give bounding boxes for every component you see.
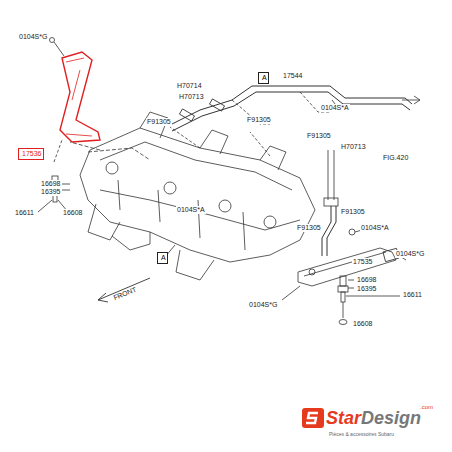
- part-number: 0104S*G: [248, 301, 278, 309]
- logo-text: Pièces & accessoires Subaru: [328, 431, 395, 437]
- part-number: A: [161, 254, 164, 262]
- reference-box: A: [258, 72, 269, 84]
- part-number: H70713: [178, 93, 205, 101]
- part-number: H70713: [340, 143, 367, 151]
- reference-box: A: [157, 252, 168, 264]
- part-number: 16611: [402, 291, 423, 299]
- direction-label: FRONT: [111, 285, 138, 302]
- part-number: F91305: [306, 132, 332, 140]
- part-number: 16395: [356, 285, 377, 293]
- logo-text: Design: [361, 408, 421, 428]
- part-number: F91305: [146, 118, 172, 126]
- part-number: 16608: [62, 209, 83, 217]
- part-number: 0104S*A: [360, 224, 390, 232]
- highlight-box: 17536: [18, 148, 44, 160]
- part-number: 0104S*A: [176, 206, 206, 214]
- part-number: 16608: [352, 320, 373, 328]
- logo-text: .com: [419, 404, 434, 411]
- part-number: F91305: [340, 208, 366, 216]
- part-number: 17544: [282, 72, 303, 80]
- part-number: 16698: [40, 180, 61, 188]
- part-number: 17536: [22, 150, 40, 158]
- logo-text: Star: [326, 408, 361, 428]
- part-number: 16698: [356, 276, 377, 284]
- part-number: FIG.420: [382, 154, 409, 162]
- part-number: 16611: [14, 209, 35, 217]
- part-number: F91305: [296, 224, 322, 232]
- part-number: 0104S*G: [395, 250, 425, 258]
- part-number: F91305: [246, 116, 272, 124]
- part-number: 17535: [352, 258, 373, 266]
- part-number: 0104S*A: [320, 104, 350, 112]
- part-number: 16395: [40, 188, 61, 196]
- part-number: H70714: [176, 82, 203, 90]
- part-number: 0104S*G: [18, 33, 48, 41]
- part-number: A: [262, 74, 265, 82]
